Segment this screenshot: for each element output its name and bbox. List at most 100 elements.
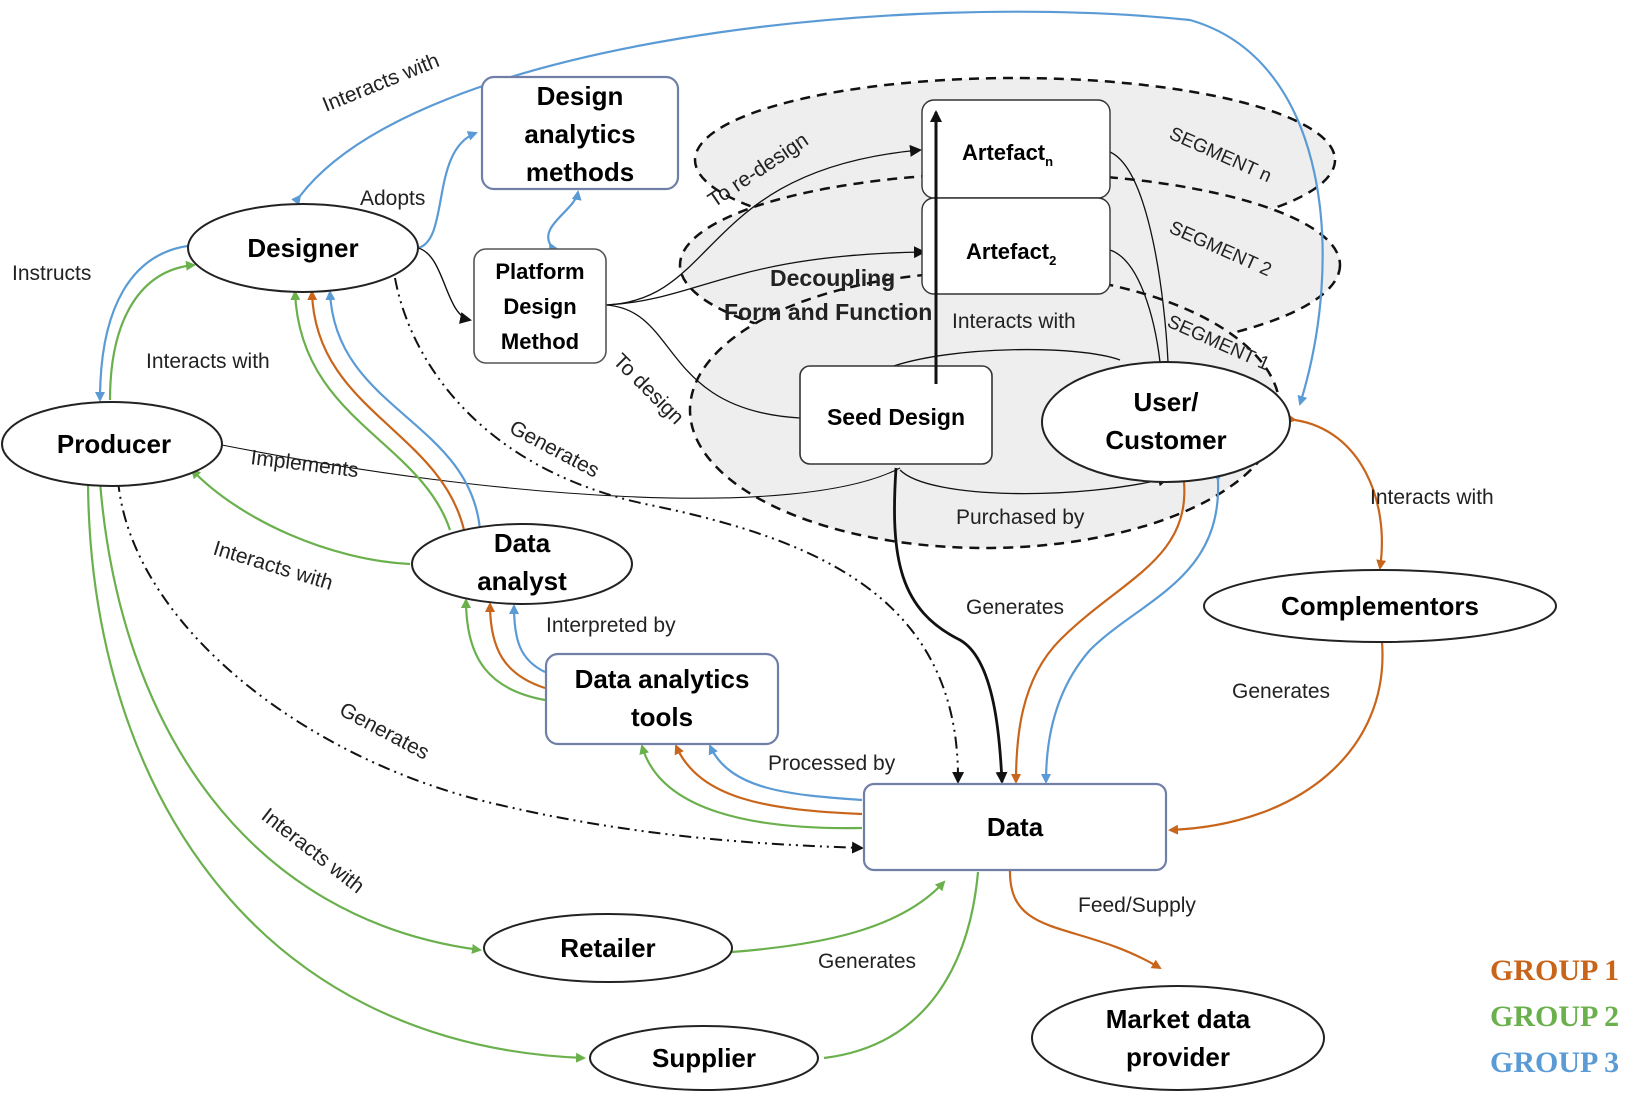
label-generates-producer: Generates [336, 698, 433, 764]
edge-analyst-designer-green [290, 290, 452, 531]
label-generates-designer: Generates [506, 416, 603, 482]
label-interacts-user-seed: Interacts with [952, 310, 1076, 333]
edge-designer-platform [417, 247, 472, 324]
retailer-node[interactable] [483, 913, 733, 983]
edge-platform-redesign [605, 144, 922, 306]
tools-line1: Data analytics [575, 664, 750, 694]
label-generates-complementors: Generates [1232, 680, 1330, 703]
user-line2: Customer [1105, 425, 1226, 455]
legend-group2: GROUP 2 [1490, 1000, 1619, 1033]
supplier-node[interactable] [589, 1025, 819, 1091]
edge-analyst-producer [190, 468, 411, 566]
edge-complementors-data [1168, 641, 1384, 835]
market-line1: Market data [1106, 1004, 1251, 1034]
edge-producer-implements [221, 444, 901, 499]
label-interpreted-by: Interpreted by [546, 614, 676, 637]
data-box[interactable] [862, 782, 1168, 872]
label-processed-by: Processed by [768, 752, 896, 775]
artefact-2-box[interactable] [921, 197, 1111, 295]
label-interacts-designer-producer: Interacts with [146, 350, 270, 373]
label-to-design: To design [608, 349, 688, 429]
edge-producer-designer-green [108, 260, 196, 401]
data-analyst-node[interactable] [411, 523, 633, 605]
edge-producer-retailer [98, 481, 482, 954]
platform-line1: Platform [495, 259, 584, 284]
edge-analyst-designer-orange [307, 290, 466, 531]
edge-seed-user-interacts [887, 348, 1121, 369]
edge-artefact2-user [1109, 249, 1161, 363]
edge-user-data-blue [1041, 471, 1223, 784]
label-generates-seed: Generates [966, 596, 1064, 619]
platform-line3: Method [501, 329, 579, 354]
data-analyst-line1: Data [494, 528, 551, 558]
artefact-n-sub: n [1045, 154, 1053, 169]
edge-platform-analytics [547, 190, 582, 254]
design-analytics-methods-box[interactable] [480, 75, 680, 191]
complementors-label: Complementors [1281, 591, 1479, 621]
designer-label: Designer [247, 233, 358, 263]
label-feed-supply: Feed/Supply [1078, 894, 1196, 917]
label-purchased-by: Purchased by [956, 506, 1085, 529]
label-interacts-complementors: Interacts with [1370, 486, 1494, 509]
data-label: Data [987, 812, 1044, 842]
market-data-provider-node[interactable] [1031, 985, 1325, 1091]
edge-supplier-data [823, 871, 980, 1060]
edge-producer-data-generates [117, 479, 864, 854]
user-line1: User/ [1133, 387, 1198, 417]
label-generates-retailer-supplier: Generates [818, 950, 916, 973]
legend-group3: GROUP 3 [1490, 1046, 1619, 1079]
label-interacts-retailer: Interacts with [257, 804, 369, 898]
edge-user-complementors [1286, 413, 1387, 570]
seed-design-box[interactable] [799, 365, 993, 465]
user-customer-node[interactable] [1041, 361, 1291, 483]
edge-data-tools-green [639, 744, 863, 830]
edge-platform-decoupling [605, 246, 926, 306]
label-implements: Implements [249, 446, 360, 482]
artefact-2-sub: 2 [1049, 253, 1056, 268]
svg-text:Artefact2: Artefact2 [966, 239, 1056, 268]
supplier-label: Supplier [652, 1043, 756, 1073]
label-instructs: Instructs [12, 262, 91, 285]
data-analytics-tools-box[interactable] [544, 652, 780, 746]
design-analytics-line1: Design [537, 81, 624, 111]
design-analytics-line2: analytics [524, 119, 635, 149]
edge-platform-design [605, 304, 801, 419]
producer-label: Producer [57, 429, 171, 459]
label-interacts-top: Interacts with [319, 49, 442, 117]
producer-node[interactable] [1, 401, 223, 487]
edge-artefactn-user [1109, 151, 1169, 363]
platform-design-method-box[interactable] [473, 248, 607, 364]
edge-designer-data-generates [394, 277, 965, 784]
label-decoupling-2: Form and Function [724, 299, 932, 325]
edge-data-market [1004, 863, 1162, 970]
tools-line2: tools [631, 702, 693, 732]
edge-designer-producer-instructs [95, 243, 197, 402]
edge-tools-analyst-orange [485, 602, 546, 690]
legend: GROUP 1 GROUP 2 GROUP 3 [1490, 954, 1619, 1079]
edge-producer-supplier [86, 481, 586, 1063]
svg-text:Artefactn: Artefactn [962, 140, 1053, 169]
designer-node[interactable] [187, 203, 419, 293]
svg-text:User/Customer: User/Customer [1105, 387, 1226, 455]
artefact-n-label: Artefact [962, 140, 1046, 165]
edge-designer-adopts [417, 131, 478, 250]
edge-tools-analyst-green [461, 598, 546, 702]
edge-analyst-designer-blue [325, 290, 482, 531]
seed-design-label: Seed Design [827, 404, 965, 430]
edge-data-tools-orange [674, 744, 863, 816]
artefact-2-label: Artefact [966, 239, 1050, 264]
edge-retailer-data [731, 880, 946, 954]
label-decoupling-1: Decoupling [770, 265, 895, 291]
legend-group1: GROUP 1 [1490, 954, 1619, 987]
edge-data-tools-blue [708, 744, 863, 802]
complementors-node[interactable] [1203, 569, 1557, 643]
edge-tools-analyst-blue [509, 604, 546, 673]
data-analyst-line2: analyst [477, 566, 567, 596]
